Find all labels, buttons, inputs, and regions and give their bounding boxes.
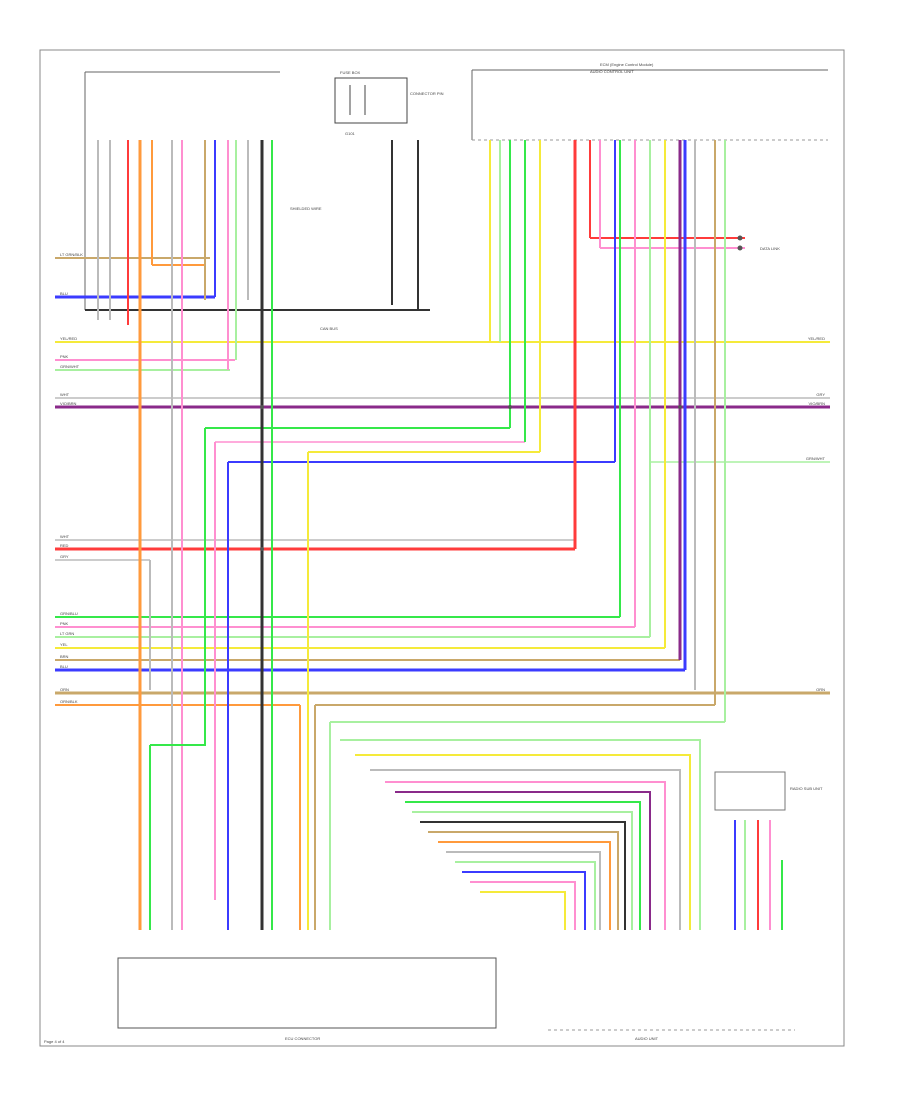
left-label-13: YEL <box>60 642 68 647</box>
right-label-0: YEL/RED <box>808 336 825 341</box>
right-label-4: ORN <box>816 687 825 692</box>
page-ref: Page 4 of 4 <box>44 1039 65 1044</box>
right-label-3: GRN/WHT <box>806 456 826 461</box>
left-vertical-wires <box>97 140 419 930</box>
left-label-11: PNK <box>60 621 69 626</box>
ecm-title: ECM (Engine Control Module) <box>600 62 654 67</box>
audio-title: AUDIO CONTROL UNIT <box>590 69 634 74</box>
left-label-6: VIO/BRN <box>60 401 77 406</box>
right-wire-labels: YEL/RED GRY VIO/BRN GRN/WHT ORN <box>806 336 826 692</box>
left-connector-label: ECU CONNECTOR <box>285 1036 320 1041</box>
left-label-3: PNK <box>60 354 69 359</box>
diagram-border <box>39 49 845 1047</box>
left-label-17: ORN/BLK <box>60 699 78 704</box>
right-label-2: VIO/BRN <box>809 401 826 406</box>
note-top-right: DATA LINK <box>760 246 780 251</box>
left-label-8: RED <box>60 543 69 548</box>
fuse-block <box>334 77 408 124</box>
note-top-left: SHIELDED WIRE <box>290 206 322 211</box>
left-label-10: GRN/BLU <box>60 611 78 616</box>
left-label-0: LT GRN/BLK <box>60 252 83 257</box>
bottom-left-connector <box>117 957 497 1029</box>
pin-markers <box>260 235 743 551</box>
bottom-wire-loops <box>149 705 783 930</box>
left-label-16: ORN <box>60 687 69 692</box>
fuse-block-label: FUSE BOX <box>340 70 361 75</box>
bottom-right-note-box <box>714 771 786 811</box>
horizontal-wires <box>55 257 830 723</box>
right-vertical-wires <box>489 140 745 722</box>
note-bottom-right: RADIO SUB UNIT <box>790 786 823 791</box>
right-connector-label: AUDIO UNIT <box>635 1036 659 1041</box>
left-label-1: BLU <box>60 291 68 296</box>
ground-label: G101 <box>345 131 356 136</box>
audio-header <box>471 69 828 141</box>
ecm-header <box>84 71 430 311</box>
left-label-12: LT GRN <box>60 631 74 636</box>
left-label-5: WHT <box>60 392 70 397</box>
note-top-mid: CONNECTOR PIN <box>410 91 444 96</box>
left-wire-labels: LT GRN/BLK BLU YEL/RED PNK GRN/WHT WHT VIO/BRN… <box>60 252 83 704</box>
right-label-1: GRY <box>816 392 825 397</box>
left-label-14: BRN <box>60 654 69 659</box>
left-label-4: GRN/WHT <box>60 364 80 369</box>
left-label-9: GRY <box>60 554 69 559</box>
left-label-7: WHT <box>60 534 70 539</box>
left-label-2: YEL/RED <box>60 336 77 341</box>
left-label-15: BLU <box>60 664 68 669</box>
bus-label: CAN BUS <box>320 326 338 331</box>
